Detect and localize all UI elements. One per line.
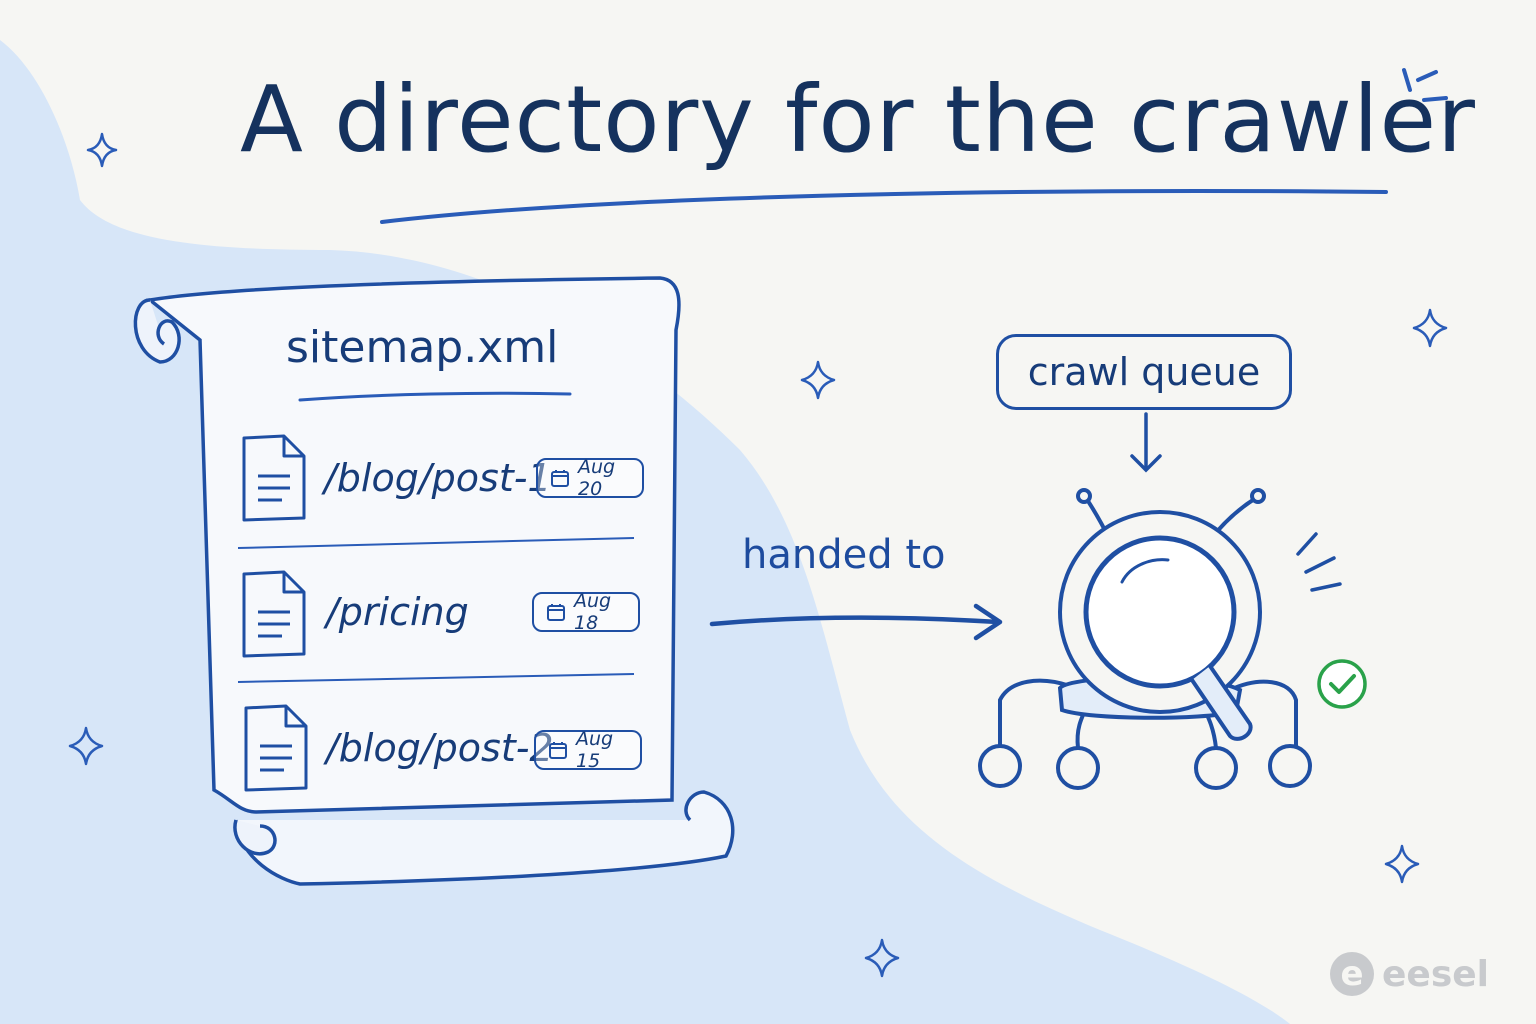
magnifier-spider-icon: [978, 488, 1312, 790]
sitemap-entry-date-badge: Aug 18: [532, 590, 640, 634]
calendar-icon: [547, 604, 565, 621]
sparkle-icon: [864, 938, 900, 978]
handoff-arrow: [709, 615, 1001, 627]
queue-arrow-head: [1130, 454, 1162, 473]
document-icon: [242, 570, 306, 658]
sparkle-icon: [86, 132, 118, 168]
brand-name: eesel: [1382, 953, 1490, 995]
page-title: A directory for the crawler: [240, 66, 1476, 173]
brand-mark: e eesel: [1330, 952, 1489, 996]
sitemap-entry-path: /pricing: [326, 590, 469, 634]
sitemap-entry-date-badge: Aug 15: [534, 728, 642, 772]
brand-logo-icon: e: [1330, 952, 1374, 996]
sitemap-entry-date: Aug 15: [576, 728, 614, 772]
sitemap-scroll: [133, 276, 735, 886]
sitemap-entry-date: Aug 18: [574, 590, 612, 634]
sparkle-icon: [1412, 308, 1448, 348]
document-icon: [242, 434, 306, 522]
calendar-icon: [551, 470, 569, 487]
handoff-arrow-head: [973, 603, 1003, 641]
sparkle-icon: [800, 360, 836, 400]
motion-lines: [1296, 532, 1342, 592]
sparkle-icon: [68, 726, 104, 766]
crawl-queue-box: crawl queue: [996, 334, 1292, 410]
sitemap-entry-date: Aug 20: [578, 456, 616, 500]
sitemap-entry-path: /blog/post-2: [326, 726, 554, 770]
document-icon: [244, 704, 308, 792]
crawl-queue-label: crawl queue: [1027, 350, 1261, 394]
title-flourish: [1402, 68, 1448, 102]
sitemap-entry-date-badge: Aug 20: [536, 456, 644, 500]
arrow-label: handed to: [742, 532, 946, 578]
calendar-icon: [549, 742, 567, 759]
check-circle-icon: [1317, 659, 1367, 709]
title-underline: [380, 189, 1388, 224]
sitemap-entry-path: /blog/post-1: [324, 456, 552, 500]
sitemap-heading: sitemap.xml: [286, 322, 559, 373]
sparkle-icon: [1384, 844, 1420, 884]
